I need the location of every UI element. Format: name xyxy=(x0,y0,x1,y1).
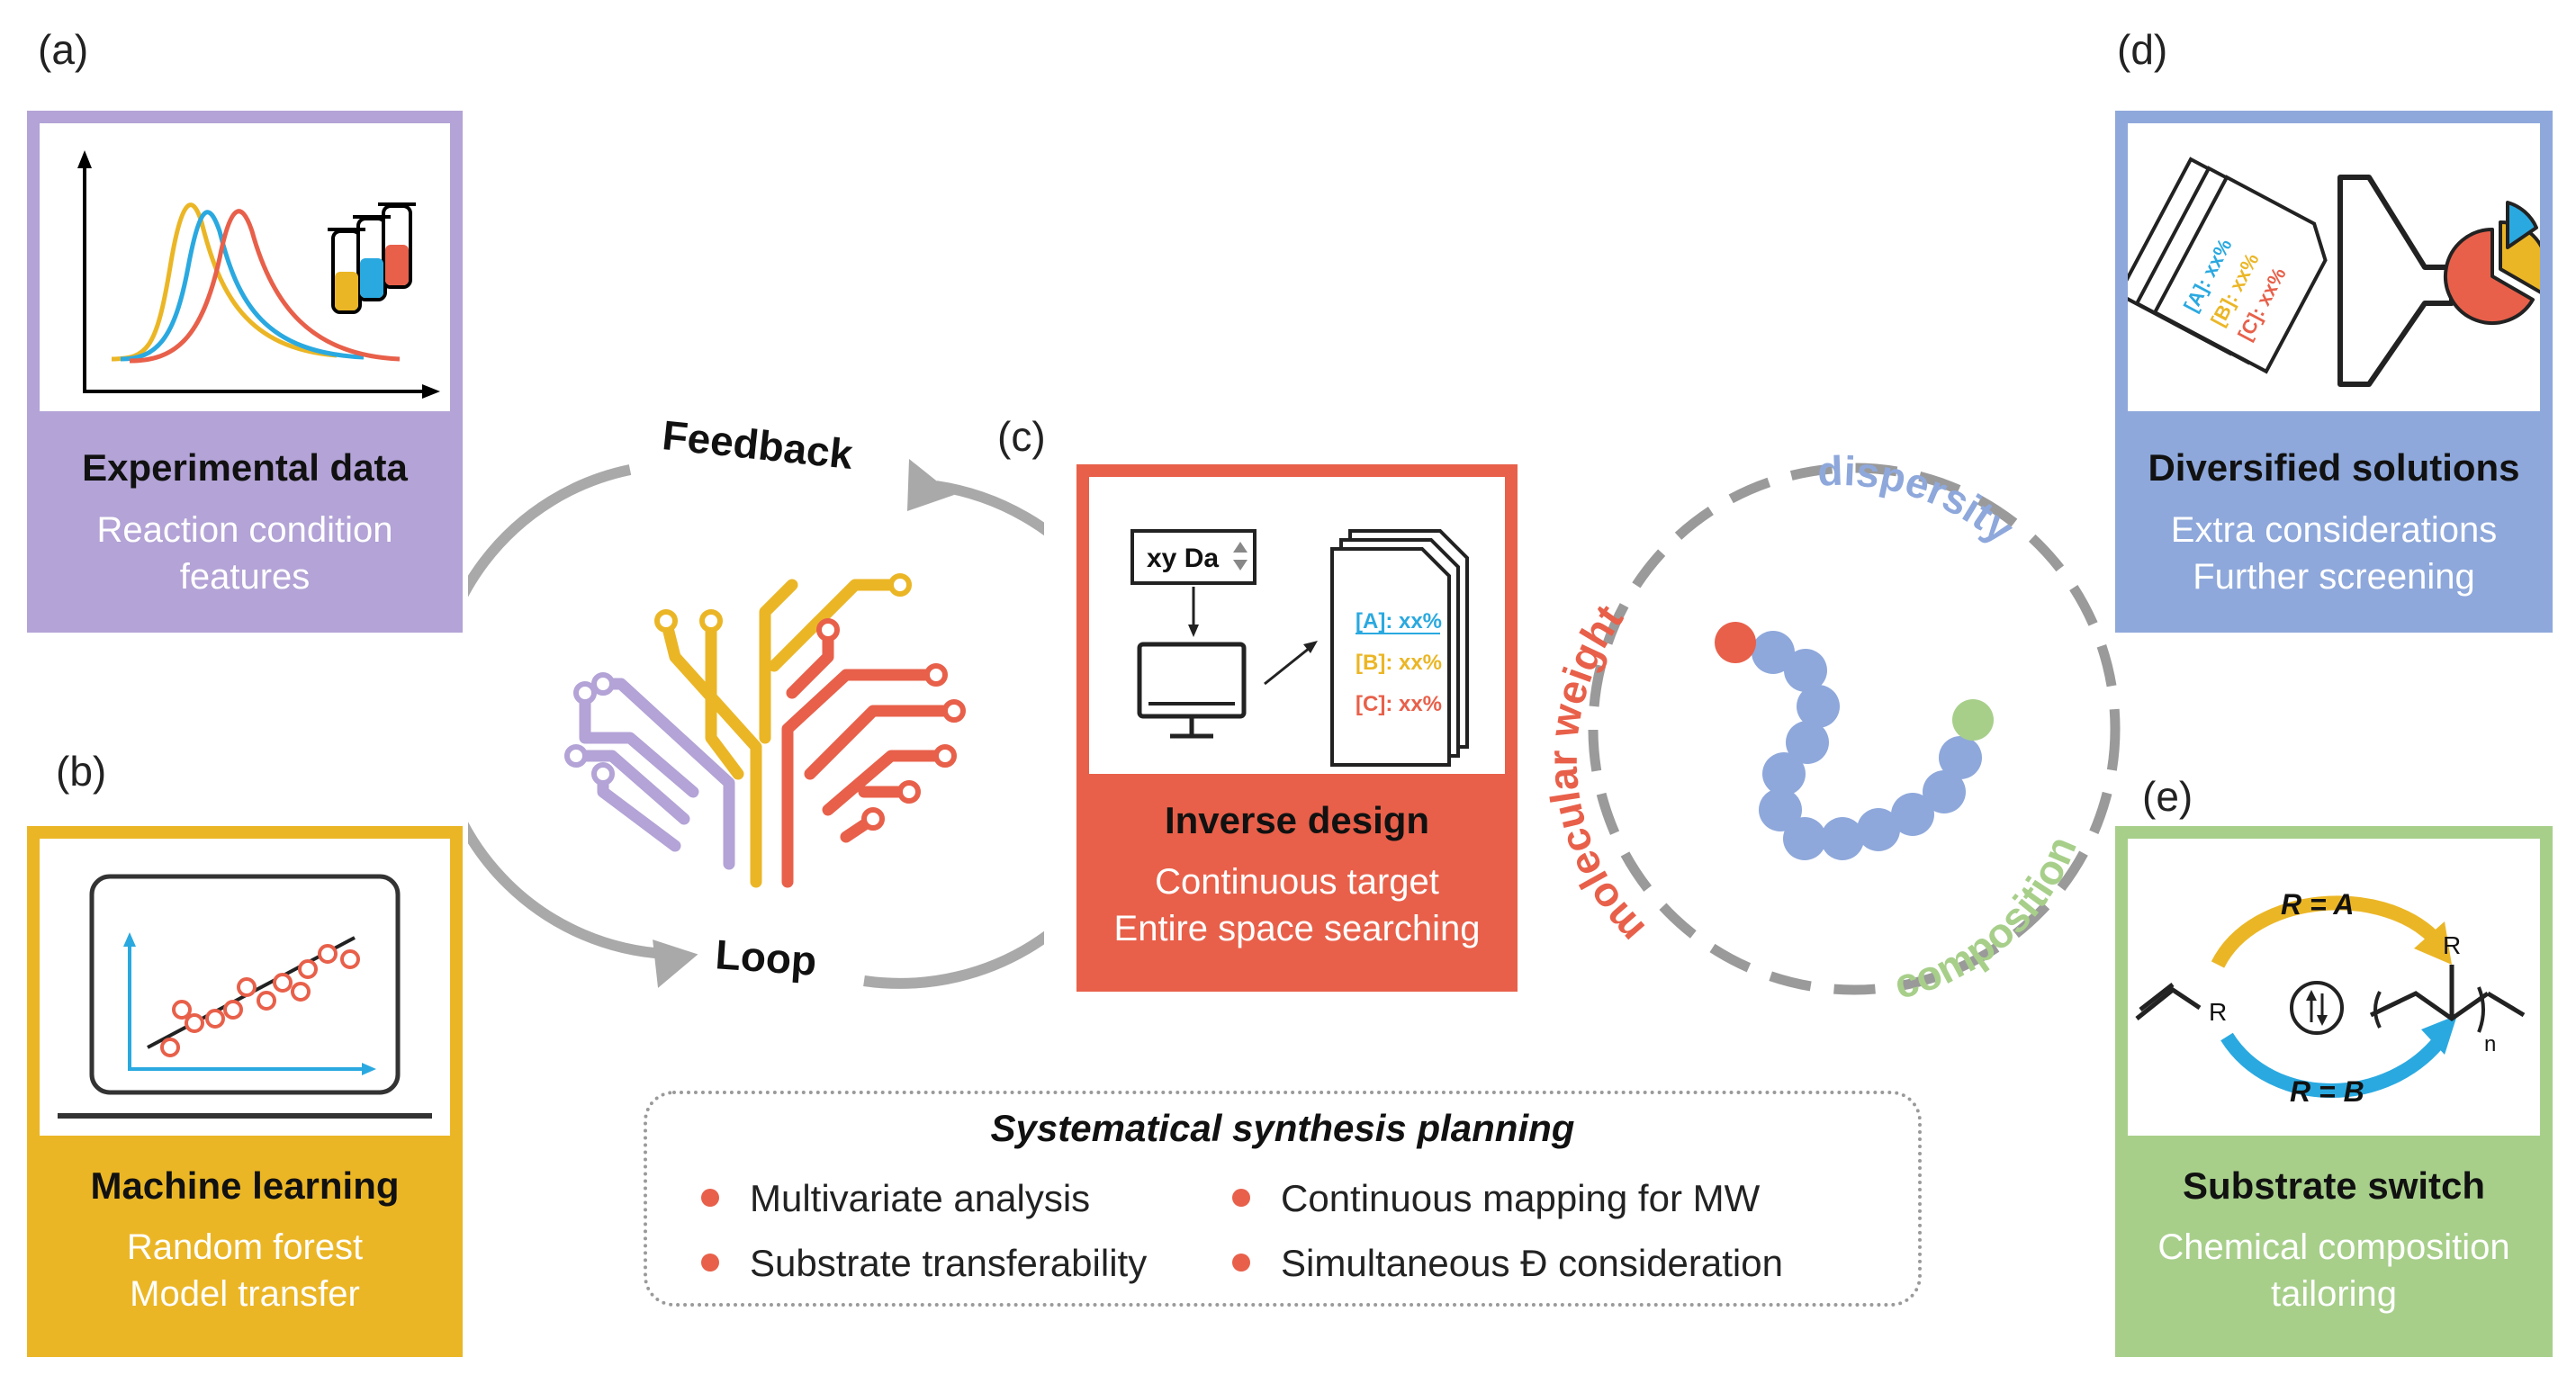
legend-item-multivariate: Multivariate analysis xyxy=(701,1177,1090,1220)
polymer-r-label: R xyxy=(2443,931,2461,959)
substrate-switch-subtitle-2: tailoring xyxy=(2270,1274,2398,1314)
panel-letter-a: (a) xyxy=(38,26,89,73)
inverse-design-title: Inverse design xyxy=(1164,799,1430,841)
laptop-scatter-icon xyxy=(58,874,432,1119)
substrate-switch-subtitle-1: Chemical composition xyxy=(2157,1227,2510,1267)
molecular-weight-label: molecular weight xyxy=(1548,596,1653,952)
panel-letter-e: (e) xyxy=(2142,773,2193,820)
machine-learning-subtitle-1: Random forest xyxy=(126,1227,364,1267)
polymer-property-ring: molecular weight dispersity composition xyxy=(1548,447,2121,1008)
experimental-data-illustration xyxy=(40,123,450,411)
legend-item-substrate-transferability: Substrate transferability xyxy=(701,1242,1147,1285)
experimental-data-subtitle-1: Reaction condition xyxy=(96,510,393,550)
doc-line-b: [B]: xx% xyxy=(1356,651,1442,675)
bullet-dot xyxy=(701,1253,719,1272)
target-mw-input: xy Da xyxy=(1147,544,1219,573)
diversified-solutions-title: Diversified solutions xyxy=(2148,446,2520,489)
dispersity-label: dispersity xyxy=(1817,447,2023,553)
panel-letter-b: (b) xyxy=(56,748,107,795)
bullet-dot xyxy=(1232,1188,1250,1207)
bullet-dot xyxy=(1232,1253,1250,1272)
synthesis-planning-title: Systematical synthesis planning xyxy=(990,1107,1575,1149)
loop-label: Loop xyxy=(714,930,818,984)
card-experimental-data: Experimental data Reaction condition fea… xyxy=(27,111,463,633)
experimental-data-subtitle-2: features xyxy=(179,557,311,597)
chain-end-bead xyxy=(1952,699,1994,741)
card-diversified-solutions: [A]: xx% [B]: xx% [C]: xx% Diversified s… xyxy=(2115,111,2553,633)
feedback-loop: Feedback Loop xyxy=(468,411,1044,989)
computer-to-recipe-icon: xy Da [A]: xx% [B]: xx% [C]: xx% xyxy=(1130,529,1469,767)
inverse-design-subtitle-2: Entire space searching xyxy=(1113,909,1481,948)
brain-circuit-icon xyxy=(564,573,966,888)
feedback-label: Feedback xyxy=(660,411,855,478)
repeat-subscript-n: n xyxy=(2484,1032,2496,1056)
panel-letter-c: (c) xyxy=(997,413,1046,460)
doc-line-c: [C]: xx% xyxy=(1356,692,1442,716)
machine-learning-subtitle-2: Model transfer xyxy=(130,1274,360,1314)
composition-label: composition xyxy=(1889,830,2085,1008)
panel-letter-d: (d) xyxy=(2117,26,2168,73)
switch-icon xyxy=(2290,981,2344,1035)
experimental-data-title: Experimental data xyxy=(82,446,408,489)
substrate-switch-illustration: R = A R = B R R n xyxy=(2128,839,2540,1136)
card-inverse-design: xy Da [A]: xx% [B]: xx% [C]: xx% xyxy=(1076,464,1518,992)
machine-learning-illustration xyxy=(40,839,450,1136)
bullet-dot xyxy=(701,1188,719,1207)
pie-chart-icon xyxy=(2443,201,2549,325)
card-machine-learning: Machine learning Random forest Model tra… xyxy=(27,826,463,1357)
synthesis-planning-box: Systematical synthesis planning Multivar… xyxy=(644,1091,1922,1307)
polymer-chain-icon xyxy=(1752,631,1982,860)
doc-line-a: [A]: xx% xyxy=(1356,609,1442,634)
substrate-switch-title: Substrate switch xyxy=(2182,1164,2486,1207)
chromatogram-icon xyxy=(77,150,440,399)
machine-learning-title: Machine learning xyxy=(90,1164,400,1207)
monomer-r-label: R xyxy=(2209,998,2227,1026)
card-substrate-switch: R = A R = B R R n Substrate switch Che xyxy=(2115,826,2553,1357)
diversified-solutions-subtitle-1: Extra considerations xyxy=(2170,510,2498,550)
r-equals-a-label: R = A xyxy=(2281,888,2355,921)
diversified-solutions-subtitle-2: Further screening xyxy=(2193,557,2475,597)
inverse-design-subtitle-1: Continuous target xyxy=(1155,862,1439,902)
chain-start-bead xyxy=(1715,622,1756,663)
polymerization-scheme-icon: R = A R = B R R n xyxy=(2135,888,2526,1108)
legend-item-continuous-mapping: Continuous mapping for MW xyxy=(1232,1177,1760,1220)
diversified-solutions-illustration: [A]: xx% [B]: xx% [C]: xx% xyxy=(2116,123,2549,411)
funnel-screening-icon: [A]: xx% [B]: xx% [C]: xx% xyxy=(2116,157,2549,387)
legend-item-dispersity: Simultaneous Đ consideration xyxy=(1232,1242,1783,1285)
inverse-design-illustration: xy Da [A]: xx% [B]: xx% [C]: xx% xyxy=(1089,477,1505,774)
r-equals-b-label: R = B xyxy=(2290,1075,2364,1108)
